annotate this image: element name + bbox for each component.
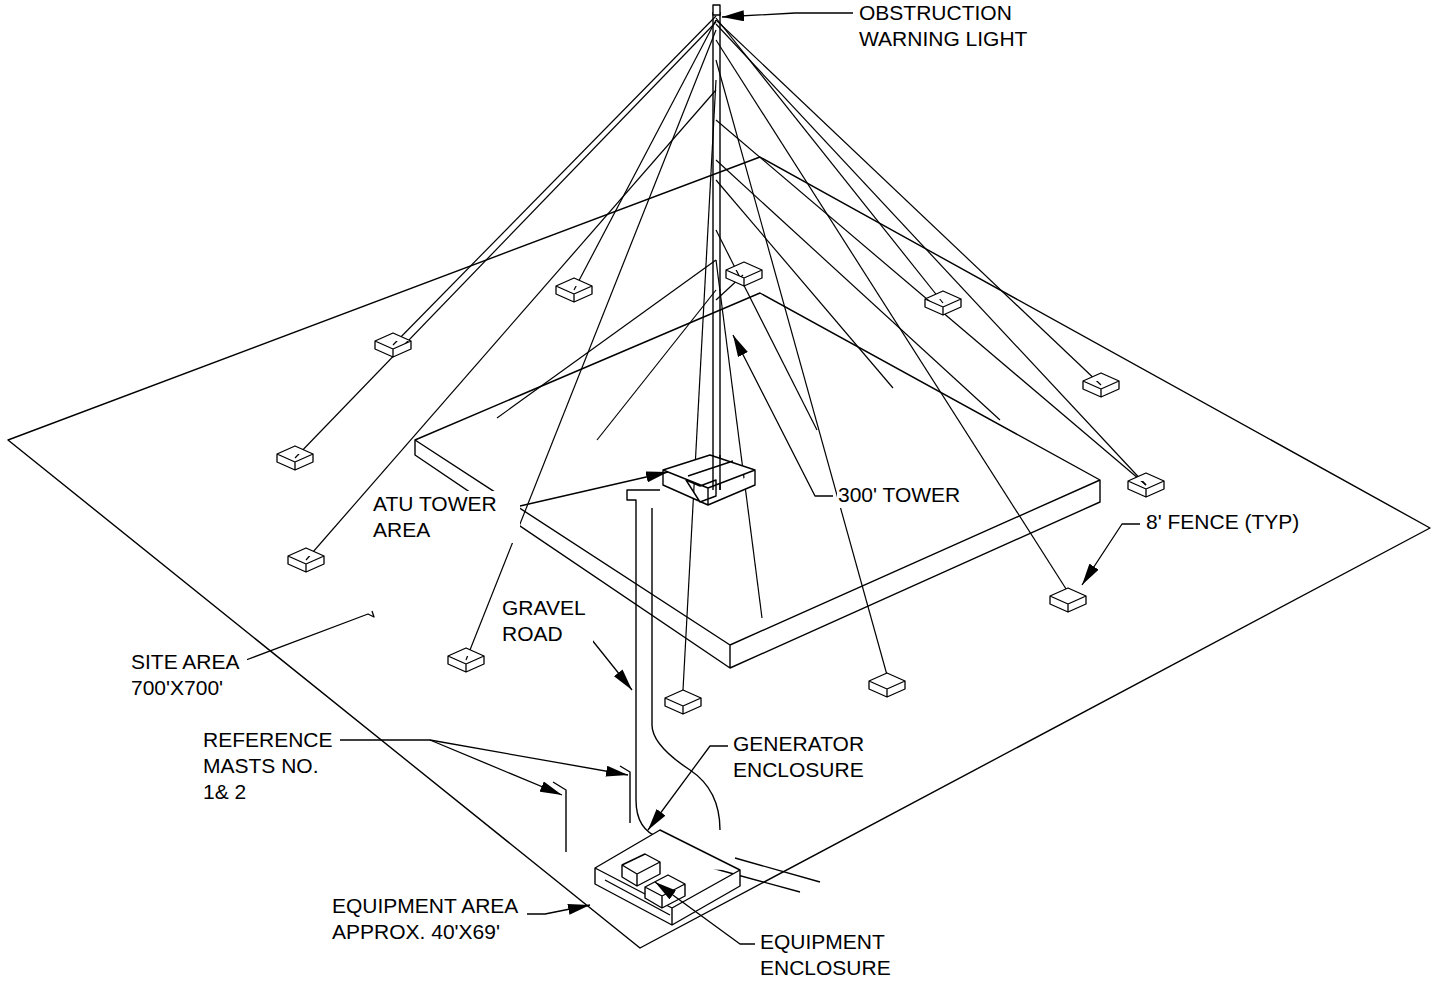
callout-label: EQUIPMENT AREA APPROX. 40'X69' bbox=[331, 893, 526, 945]
callout-label: GRAVEL ROAD bbox=[501, 595, 593, 647]
callout-label: REFERENCE MASTS NO. 1& 2 bbox=[202, 727, 340, 805]
equipment-box bbox=[645, 875, 685, 908]
equipment-area bbox=[595, 830, 740, 925]
callout-label: EQUIPMENT ENCLOSURE bbox=[759, 929, 898, 981]
warning-light bbox=[713, 5, 720, 15]
site-area bbox=[8, 157, 1430, 948]
generator-box bbox=[622, 854, 660, 886]
anchor-fences bbox=[277, 262, 1164, 714]
leader-lines bbox=[246, 13, 1140, 944]
callout-label: GENERATOR ENCLOSURE bbox=[732, 731, 872, 783]
callout-label: ATU TOWER AREA bbox=[372, 491, 520, 543]
callout-label: SITE AREA 700'X700' bbox=[130, 649, 247, 701]
tower-mast bbox=[713, 12, 720, 490]
callout-label: OBSTRUCTION WARNING LIGHT bbox=[858, 0, 1035, 52]
callout-label: 300' TOWER bbox=[837, 482, 968, 508]
callout-label: 8' FENCE (TYP) bbox=[1145, 509, 1307, 535]
atu-fence bbox=[663, 455, 755, 505]
